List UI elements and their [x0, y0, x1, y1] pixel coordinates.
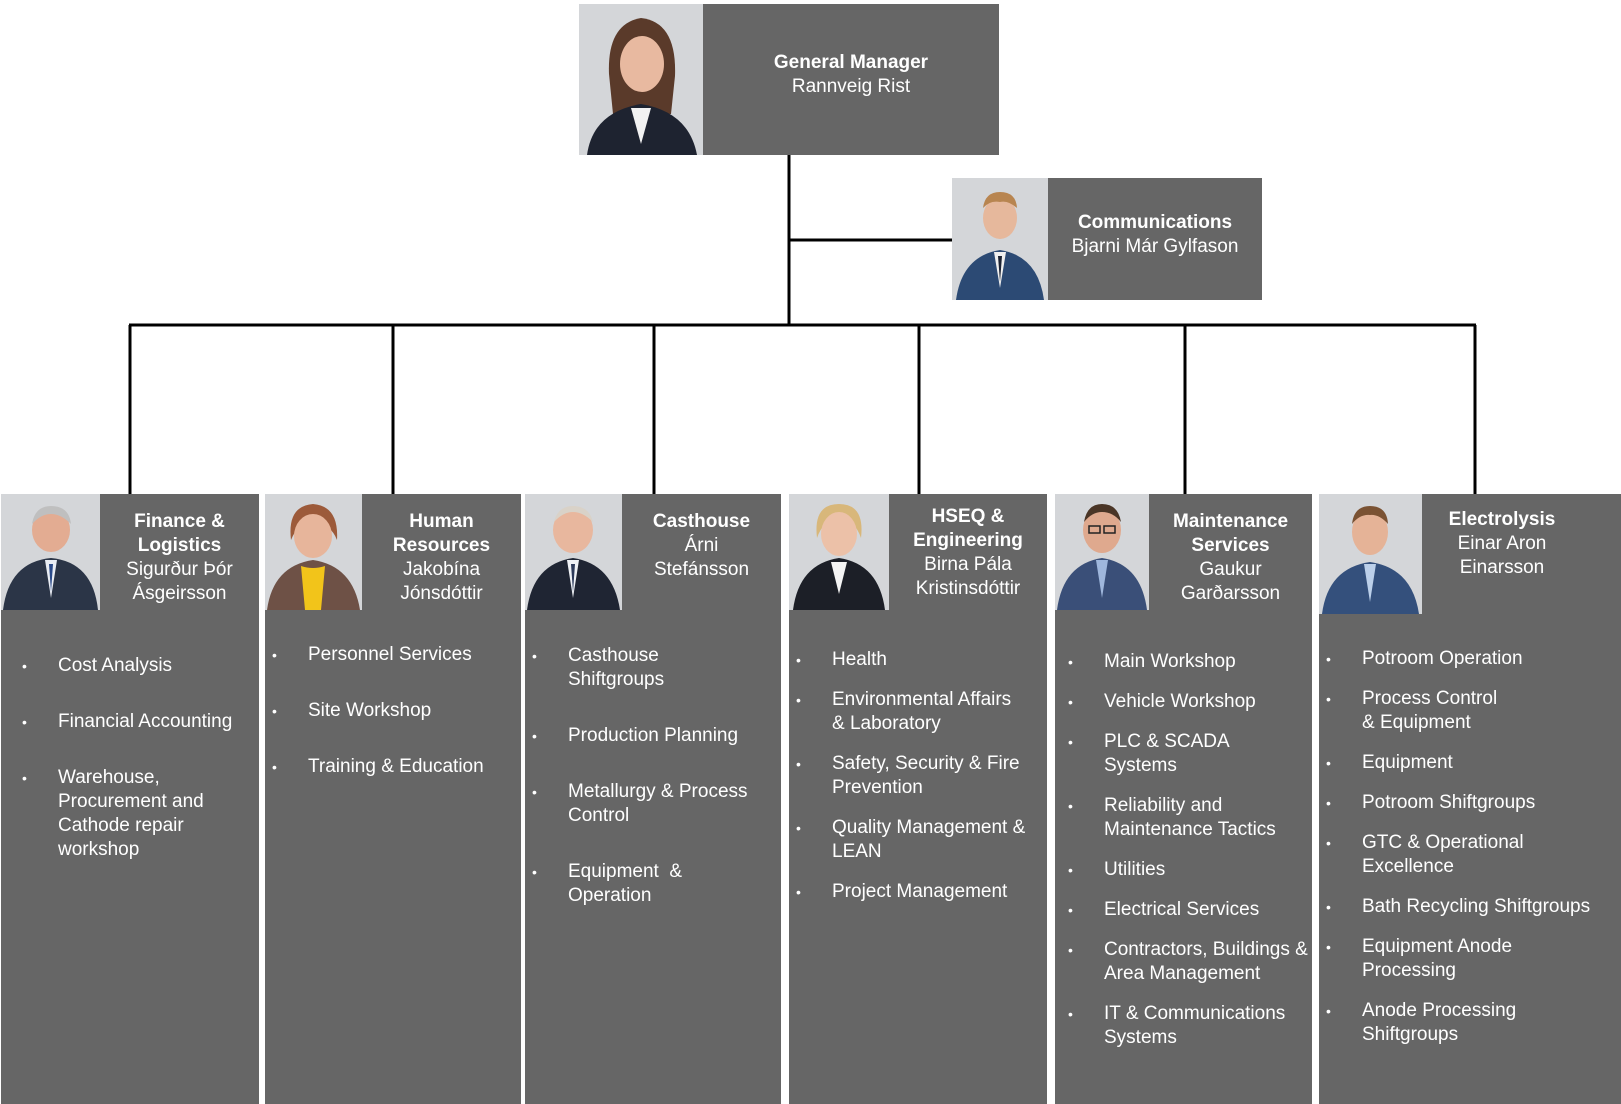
unit-item: Health: [796, 648, 1046, 672]
unit-item: Equipment: [1326, 751, 1621, 775]
dept-human-resources: Human Resources Jakobína Jónsdóttir Pers…: [265, 494, 521, 1104]
dept-finance-units: Cost Analysis Financial Accounting Wareh…: [22, 654, 257, 862]
dept-finance-logistics: Finance & Logistics Sigurður Þór Ásgeirs…: [1, 494, 259, 1104]
unit-item: Warehouse, Procurement and Cathode repai…: [22, 766, 233, 862]
unit-item: Main Workshop: [1068, 650, 1312, 674]
unit-item: Personnel Services: [272, 643, 517, 667]
dept-electrolysis: Electrolysis Einar Aron Einarsson Potroo…: [1319, 494, 1621, 1104]
dept-hseq-units: Health Environmental Affairs & Laborator…: [796, 648, 1046, 904]
general-manager-box: General Manager Rannveig Rist: [579, 4, 999, 155]
unit-item: Reliability and Maintenance Tactics: [1068, 794, 1304, 842]
dept-finance-role: Finance & Logistics: [134, 511, 225, 556]
dept-hseq-engineering: HSEQ & Engineering Birna Pála Kristinsdó…: [789, 494, 1047, 1104]
dept-casthouse: Casthouse Árni Stefánsson Casthouse Shif…: [525, 494, 781, 1104]
unit-item: Financial Accounting: [22, 710, 257, 734]
unit-item: PLC & SCADA Systems: [1068, 730, 1254, 778]
unit-item: Anode Processing Shiftgroups: [1326, 999, 1532, 1047]
dept-hr-role: Human Resources: [392, 511, 491, 556]
unit-item: Contractors, Buildings & Area Management: [1068, 938, 1314, 986]
dept-maintenance-services: Maintenance Services Gaukur Garðarsson M…: [1055, 494, 1312, 1104]
unit-item: Site Workshop: [272, 699, 517, 723]
communications-name: Bjarni Már Gylfason: [1071, 236, 1239, 257]
dept-electrolysis-name: Einar Aron Einarsson: [1457, 533, 1547, 578]
dept-hr-photo: [265, 494, 362, 610]
unit-item: Bath Recycling Shiftgroups: [1326, 895, 1621, 919]
general-manager-name: Rannveig Rist: [791, 76, 911, 97]
dept-electrolysis-photo: [1319, 494, 1422, 614]
unit-item: Utilities: [1068, 858, 1312, 882]
unit-item: Casthouse Shiftgroups: [532, 644, 688, 692]
dept-hr-name: Jakobína Jónsdóttir: [400, 559, 483, 604]
general-manager-photo: [579, 4, 703, 155]
unit-item: Training & Education: [272, 755, 517, 779]
unit-item: Process Control & Equipment: [1326, 687, 1512, 735]
dept-casthouse-name: Árni Stefánsson: [653, 535, 750, 580]
dept-finance-label: Finance & Logistics Sigurður Þór Ásgeirs…: [100, 510, 259, 606]
dept-maintenance-photo: [1055, 494, 1149, 610]
unit-item: GTC & Operational Excellence: [1326, 831, 1552, 879]
dept-maintenance-units: Main Workshop Vehicle Workshop PLC & SCA…: [1068, 650, 1312, 1050]
dept-hseq-role: HSEQ & Engineering: [913, 506, 1023, 551]
unit-item: Cost Analysis: [22, 654, 257, 678]
communications-photo: [952, 178, 1048, 300]
dept-finance-name: Sigurður Þór Ásgeirsson: [126, 559, 233, 604]
dept-maintenance-role: Maintenance Services: [1172, 511, 1289, 556]
communications-box: Communications Bjarni Már Gylfason: [952, 178, 1262, 300]
communications-label: Communications Bjarni Már Gylfason: [1048, 211, 1262, 259]
unit-item: Electrical Services: [1068, 898, 1312, 922]
general-manager-label: General Manager Rannveig Rist: [703, 51, 999, 99]
dept-finance-photo: [1, 494, 100, 610]
dept-casthouse-units: Casthouse Shiftgroups Production Plannin…: [532, 644, 777, 908]
dept-hseq-label: HSEQ & Engineering Birna Pála Kristinsdó…: [889, 505, 1047, 601]
dept-casthouse-label: Casthouse Árni Stefánsson: [622, 510, 781, 582]
dept-hseq-name: Birna Pála Kristinsdóttir: [915, 554, 1021, 599]
unit-item: Equipment Anode Processing: [1326, 935, 1532, 983]
dept-electrolysis-role: Electrolysis: [1448, 509, 1556, 530]
dept-hr-units: Personnel Services Site Workshop Trainin…: [272, 643, 517, 779]
communications-role: Communications: [1077, 212, 1233, 233]
unit-item: Project Management: [796, 880, 1046, 904]
unit-item: Environmental Affairs & Laboratory: [796, 688, 1027, 736]
dept-electrolysis-label: Electrolysis Einar Aron Einarsson: [1422, 508, 1582, 580]
unit-item: Vehicle Workshop: [1068, 690, 1312, 714]
unit-item: Safety, Security & Fire Prevention: [796, 752, 1037, 800]
dept-maintenance-label: Maintenance Services Gaukur Garðarsson: [1149, 510, 1312, 606]
unit-item: Potroom Shiftgroups: [1326, 791, 1621, 815]
unit-item: Potroom Operation: [1326, 647, 1621, 671]
dept-hseq-photo: [789, 494, 889, 610]
unit-item: Quality Management & LEAN: [796, 816, 1042, 864]
dept-hr-label: Human Resources Jakobína Jónsdóttir: [362, 510, 521, 606]
unit-item: Metallurgy & Process Control: [532, 780, 768, 828]
general-manager-role: General Manager: [773, 52, 929, 73]
dept-electrolysis-units: Potroom Operation Process Control & Equi…: [1326, 647, 1621, 1047]
unit-item: Equipment & Operation: [532, 860, 708, 908]
dept-maintenance-name: Gaukur Garðarsson: [1180, 559, 1281, 604]
dept-casthouse-photo: [525, 494, 622, 610]
unit-item: Production Planning: [532, 724, 777, 748]
dept-casthouse-role: Casthouse: [652, 511, 751, 532]
unit-item: IT & Communications Systems: [1068, 1002, 1314, 1050]
